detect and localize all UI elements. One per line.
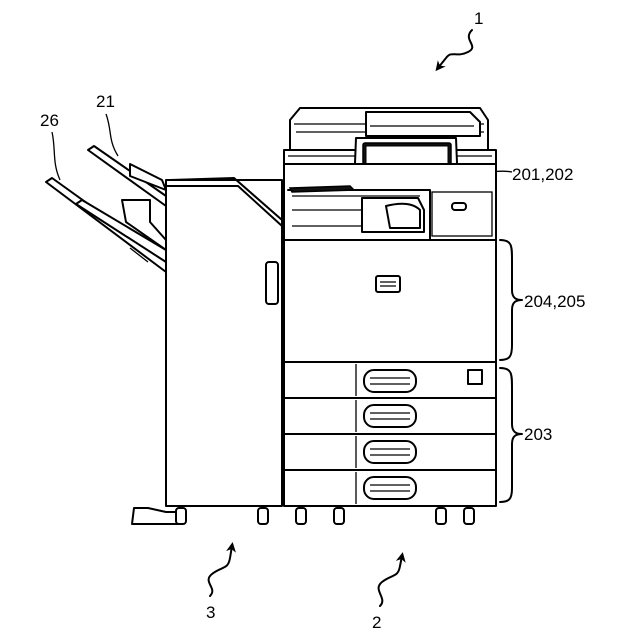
finisher-body [166,180,282,506]
bracket-204-205 [500,240,522,360]
front-door-handle[interactable] [376,276,400,292]
leader-line-21 [106,114,118,156]
leader-arrow-2 [379,556,402,606]
paper-feed-unit [284,362,496,506]
finisher-handle[interactable] [266,262,278,304]
label-203: 203 [524,425,552,444]
casters-main [296,508,474,524]
finisher [46,146,282,524]
tray-handle-1[interactable] [364,370,416,392]
label-26: 26 [40,111,59,130]
printing-unit [284,240,496,362]
label-204-205: 204,205 [524,292,585,311]
label-2: 2 [372,613,381,632]
tray-handle-2[interactable] [364,405,416,427]
label-21: 21 [96,92,115,111]
document-tray [366,112,480,136]
leader-line-26 [52,132,60,180]
bracket-203 [500,368,522,502]
label-201-202: 201,202 [512,165,573,184]
tray-handle-3[interactable] [364,441,416,463]
leader-arrow-1 [438,30,472,68]
label-3: 3 [206,603,215,622]
tray-indicator [468,370,482,384]
label-1: 1 [474,9,483,28]
leader-arrow-3 [209,546,232,596]
finisher-foot [132,508,178,524]
main-body [284,108,496,524]
power-button[interactable] [452,203,466,210]
tray-handle-4[interactable] [364,477,416,499]
